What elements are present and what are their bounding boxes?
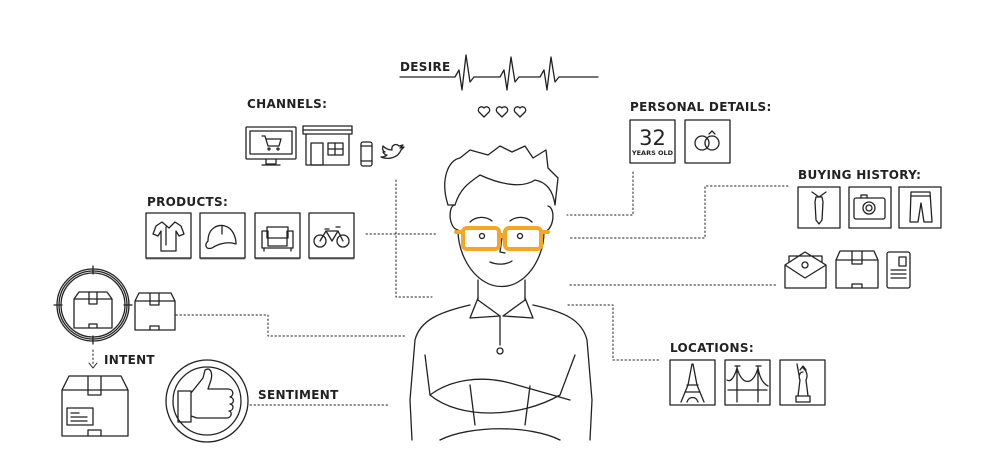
camera-icon [848,186,892,229]
credit-card-icon [886,251,911,289]
nose [499,237,506,254]
crossed-arms [424,354,576,441]
twitter-icon [380,143,405,159]
arrow-down-icon [88,362,98,369]
person-illustration [409,145,593,441]
age-display: 32 YEARS OLD [630,127,675,157]
torso [409,304,593,441]
thumbs-up-icon [165,359,249,443]
products-label: PRODUCTS: [147,195,229,209]
hearts-icon [477,106,527,118]
package-large-icon [61,375,129,437]
hair [444,145,559,206]
package-small-icon [134,292,176,331]
email-icon [784,251,827,289]
bridge-icon [724,359,771,406]
age-number: 32 [639,126,666,150]
channels-label: CHANNELS: [247,97,328,111]
eiffel-tower-icon [669,359,716,406]
product-boxes [145,212,355,260]
target-box-icon [53,265,133,345]
intent-label: INTENT [104,353,155,367]
connector-lines [92,171,789,406]
package-icon [835,250,879,289]
rings-icon [684,119,731,164]
tie-icon [797,186,841,229]
collar [469,297,534,319]
heartbeat-icon [399,54,599,91]
glasses-icon [454,226,550,251]
buying-history-label: BUYING HISTORY: [798,168,922,182]
mouth [489,260,513,265]
shop-icon [302,125,353,166]
age-box [629,119,676,164]
sentiment-label: SENTIMENT [258,388,339,402]
sofa-icon [261,226,294,252]
shirt-icon [152,221,185,252]
locations-label: LOCATIONS: [670,341,754,355]
phone-icon [360,141,373,167]
trousers-icon [898,186,942,229]
bicycle-icon [313,226,350,248]
neck [477,279,526,301]
cap-icon [205,224,237,250]
eyebrows [469,216,533,223]
statue-of-liberty-icon [779,359,826,406]
age-text: YEARS OLD [631,149,674,157]
personal-details-label: PERSONAL DETAILS: [630,100,772,114]
monitor-cart-icon [245,126,297,166]
desire-label: DESIRE [400,60,451,74]
